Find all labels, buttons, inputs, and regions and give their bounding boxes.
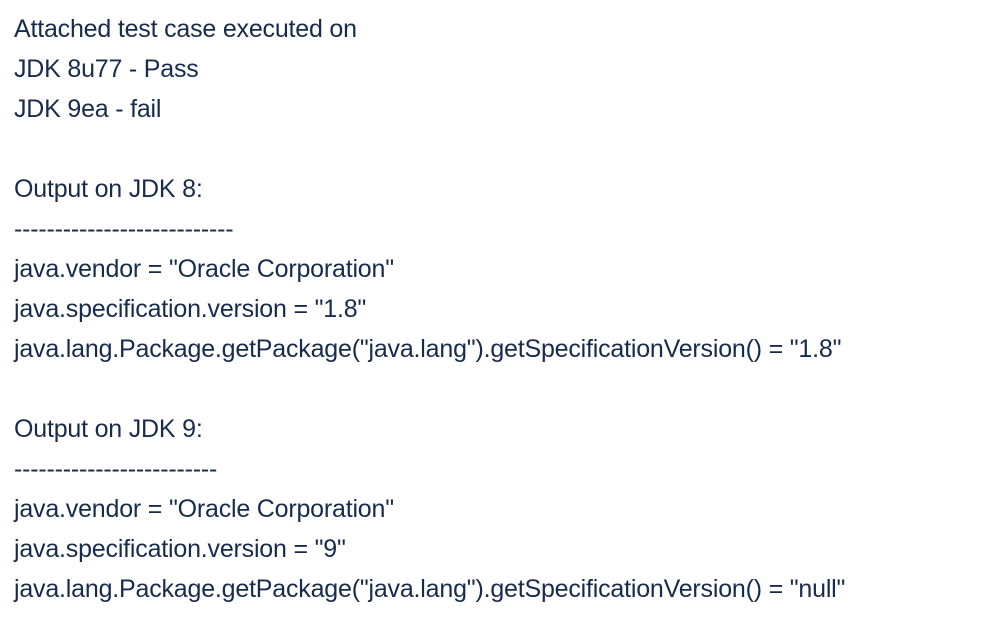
intro-line: Attached test case executed on bbox=[14, 15, 357, 43]
jdk9-separator: ------------------------- bbox=[14, 455, 218, 483]
jdk9-vendor-line: java.vendor = "Oracle Corporation" bbox=[14, 495, 394, 523]
jdk9-output-heading: Output on JDK 9: bbox=[14, 415, 203, 443]
jdk9-spec-version-line: java.specification.version = "9" bbox=[14, 535, 346, 563]
jdk8-separator: --------------------------- bbox=[14, 215, 234, 243]
blank-line bbox=[14, 129, 982, 169]
blank-line bbox=[14, 369, 982, 409]
jdk8-spec-version-line: java.specification.version = "1.8" bbox=[14, 295, 367, 323]
jdk8-vendor-line: java.vendor = "Oracle Corporation" bbox=[14, 255, 394, 283]
jdk8-package-spec-line: java.lang.Package.getPackage("java.lang"… bbox=[14, 335, 842, 363]
jdk9-package-spec-line: java.lang.Package.getPackage("java.lang"… bbox=[14, 575, 846, 603]
jdk9-result-line: JDK 9ea - fail bbox=[14, 95, 162, 123]
jdk8-result-line: JDK 8u77 - Pass bbox=[14, 55, 199, 83]
jdk8-output-heading: Output on JDK 8: bbox=[14, 175, 203, 203]
